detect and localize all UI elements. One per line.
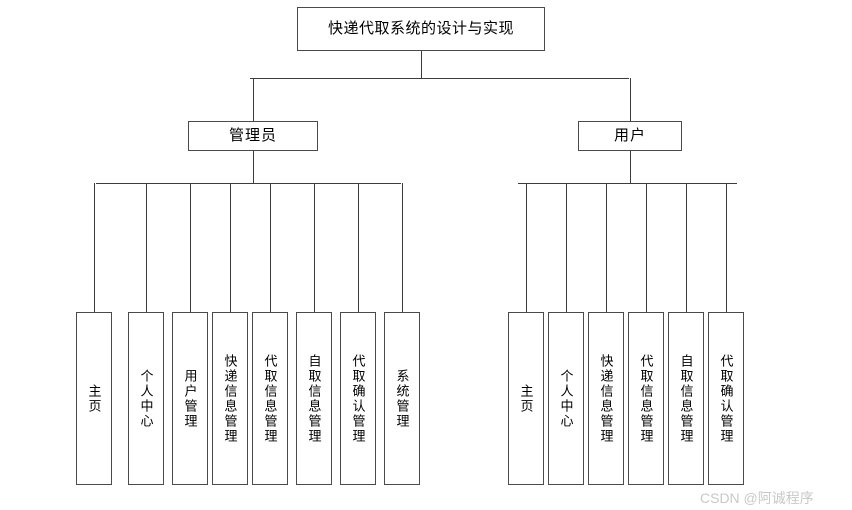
leaf-node-admin-4-label: 代取信息管理 (262, 353, 278, 444)
edge-leaf-drop-admin-0 (94, 183, 95, 312)
leaf-node-admin-5[interactable]: 自取信息管理 (296, 312, 332, 485)
leaf-node-admin-5-label: 自取信息管理 (306, 353, 322, 444)
leaf-node-user-4-label: 自取信息管理 (678, 353, 694, 444)
leaf-node-admin-1-label: 个人中心 (138, 368, 154, 429)
edge-leaf-drop-user-4 (686, 183, 687, 312)
leaf-node-admin-2-label: 用户管理 (182, 368, 198, 429)
edge-level1-drop-user (630, 78, 631, 121)
edge-leaf-drop-admin-5 (314, 183, 315, 312)
leaf-node-user-3[interactable]: 代取信息管理 (628, 312, 664, 485)
edge-branch-bar-admin (96, 183, 401, 184)
branch-node-user-label: 用户 (613, 127, 646, 145)
leaf-node-admin-0[interactable]: 主页 (76, 312, 112, 485)
leaf-node-admin-1[interactable]: 个人中心 (128, 312, 164, 485)
leaf-node-user-0[interactable]: 主页 (508, 312, 544, 485)
leaf-node-admin-3[interactable]: 快递信息管理 (212, 312, 248, 485)
edge-level1-bar (250, 78, 629, 79)
leaf-node-user-3-label: 代取信息管理 (638, 353, 654, 444)
edge-leaf-drop-user-0 (526, 183, 527, 312)
branch-node-admin-label: 管理员 (228, 127, 277, 145)
leaf-node-admin-3-label: 快递信息管理 (222, 353, 238, 444)
leaf-node-user-1-label: 个人中心 (558, 368, 574, 429)
leaf-node-user-5-label: 代取确认管理 (718, 353, 734, 444)
leaf-node-admin-2[interactable]: 用户管理 (172, 312, 208, 485)
leaf-node-user-2-label: 快递信息管理 (598, 353, 614, 444)
root-node[interactable]: 快递代取系统的设计与实现 (297, 7, 545, 51)
edge-leaf-drop-user-5 (726, 183, 727, 312)
leaf-node-user-4[interactable]: 自取信息管理 (668, 312, 704, 485)
leaf-node-user-0-label: 主页 (518, 383, 534, 414)
edge-branch-stem-user (630, 151, 631, 183)
leaf-node-admin-0-label: 主页 (86, 383, 102, 414)
edge-leaf-drop-admin-4 (270, 183, 271, 312)
edge-leaf-drop-user-3 (646, 183, 647, 312)
branch-node-admin[interactable]: 管理员 (188, 121, 318, 151)
edge-leaf-drop-admin-7 (402, 183, 403, 312)
leaf-node-admin-6[interactable]: 代取确认管理 (340, 312, 376, 485)
leaf-node-admin-7-label: 系统管理 (394, 368, 410, 429)
edge-leaf-drop-user-1 (566, 183, 567, 312)
edge-leaf-drop-admin-2 (190, 183, 191, 312)
root-node-label: 快递代取系统的设计与实现 (327, 20, 514, 38)
leaf-node-user-1[interactable]: 个人中心 (548, 312, 584, 485)
leaf-node-admin-4[interactable]: 代取信息管理 (252, 312, 288, 485)
edge-branch-stem-admin (253, 151, 254, 183)
edge-root-stem (421, 51, 422, 78)
edge-leaf-drop-admin-1 (146, 183, 147, 312)
edge-leaf-drop-admin-6 (358, 183, 359, 312)
watermark: CSDN @阿诚程序 (700, 490, 814, 506)
edge-branch-bar-user (518, 183, 737, 184)
edge-leaf-drop-admin-3 (230, 183, 231, 312)
branch-node-user[interactable]: 用户 (578, 121, 682, 151)
leaf-node-user-2[interactable]: 快递信息管理 (588, 312, 624, 485)
leaf-node-admin-7[interactable]: 系统管理 (384, 312, 420, 485)
edge-leaf-drop-user-2 (606, 183, 607, 312)
leaf-node-admin-6-label: 代取确认管理 (350, 353, 366, 444)
leaf-node-user-5[interactable]: 代取确认管理 (708, 312, 744, 485)
edge-level1-drop-admin (253, 78, 254, 121)
